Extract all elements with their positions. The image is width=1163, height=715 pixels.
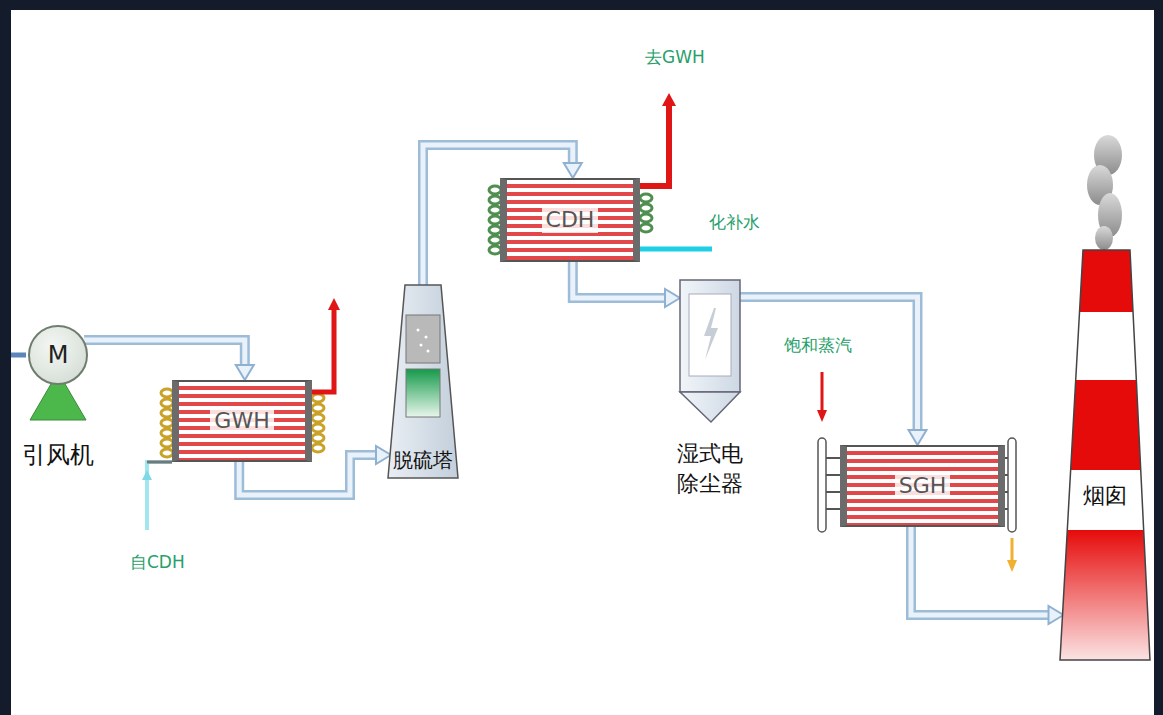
hot-water-pipe xyxy=(640,104,669,186)
motor-shape: M引风机 xyxy=(28,325,88,385)
equipment-name: 引风机 xyxy=(22,441,94,470)
hot-water-pipe xyxy=(312,308,334,392)
stream-label: 饱和蒸汽 xyxy=(782,334,854,357)
stream-label: 化补水 xyxy=(707,211,762,234)
flue-gas-pipe xyxy=(84,340,254,380)
heat-exchanger-box: CDH xyxy=(500,178,640,262)
esp-shape: 湿式电 除尘器 xyxy=(680,280,740,425)
water-pipe xyxy=(147,462,172,530)
arrow-head xyxy=(142,470,152,480)
flue-gas-pipe xyxy=(911,527,1064,624)
makeup-water-pipe xyxy=(640,247,712,252)
stream-label: 自CDH xyxy=(128,551,187,574)
arrow-head xyxy=(662,93,676,106)
chimney xyxy=(1058,250,1152,660)
flue-gas-pipe xyxy=(573,262,680,307)
manifold xyxy=(818,438,1016,532)
flue-gas-pipe xyxy=(740,297,927,445)
heat-exchanger-box: GWH xyxy=(172,380,312,462)
electrostatic-precipitator xyxy=(680,280,740,425)
equipment-name: GWH xyxy=(210,408,273,434)
equipment-name: 烟囱 xyxy=(1058,483,1152,509)
arrow-head xyxy=(1007,560,1017,572)
equipment-name: CDH xyxy=(542,207,599,233)
equipment-name: SGH xyxy=(895,473,951,499)
arrow-head xyxy=(328,298,340,310)
equipment-name: 湿式电 除尘器 xyxy=(666,439,754,498)
arrow-head xyxy=(817,410,827,422)
steam-pipe xyxy=(821,372,824,412)
smoke xyxy=(1087,135,1122,250)
condensate-pipe xyxy=(1011,538,1014,562)
chimney-shape: 烟囱 xyxy=(1058,250,1152,660)
water-pipe xyxy=(147,461,172,464)
heat-exchanger-box: SGH xyxy=(840,445,1005,527)
tower-shape: 脱硫塔 xyxy=(388,285,458,478)
inlet-pipe xyxy=(11,353,26,358)
stream-label: 去GWH xyxy=(643,46,707,69)
equipment-name: 脱硫塔 xyxy=(388,448,458,472)
motor-symbol: M xyxy=(48,341,69,370)
background-panel xyxy=(11,10,1154,715)
